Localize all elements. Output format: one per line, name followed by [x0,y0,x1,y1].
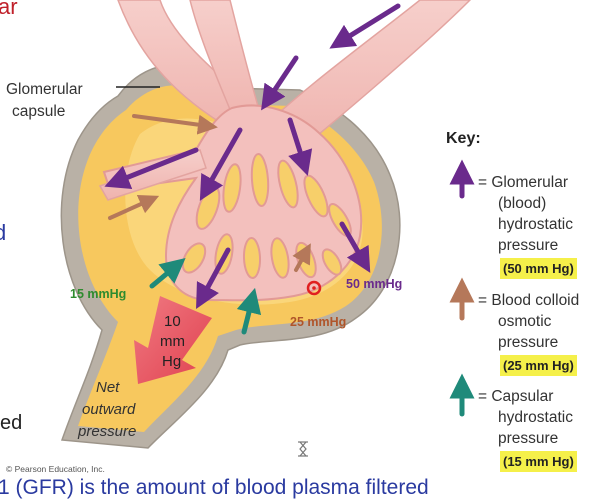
key-item-line: = Blood colloid [478,292,580,309]
key-item-line: (blood) [498,195,547,212]
key-title: Key: [446,130,481,147]
glomerular-value-label: 50 mmHg [346,277,402,291]
key-item-line: = Glomerular [478,174,569,191]
title-fragment: ar [0,0,18,19]
net-label-line1: Net [96,379,120,396]
key-item-line: pressure [498,237,559,254]
key-item-value: (15 mm Hg) [500,451,577,472]
key-item-line: hydrostatic [498,216,573,233]
capsule-label-line1: Glomerular [6,81,83,98]
colloid-value-label: 25 mmHg [290,315,346,329]
key-item-value: (25 mm Hg) [500,355,577,376]
target-marker [306,280,322,296]
net-value-line2: mm [160,333,185,350]
key-item-line: pressure [498,334,559,351]
net-label-line3: pressure [77,423,136,440]
hourglass-icon [298,441,308,457]
bottom-text-fragment: 1 (GFR) is the amount of blood plasma fi… [0,476,429,499]
net-value-line1: 10 [164,313,181,330]
colloid-pressure-arrows [108,114,311,272]
key-item-line: pressure [498,430,559,447]
capsular-pressure-arrows [149,257,262,335]
capsule-label-line2: capsule [12,103,65,120]
side-text-fragment-ed: ed [0,412,23,434]
key-item-line: = Capsular [478,388,554,405]
side-text-fragment: d [0,220,7,245]
key-item-line: osmotic [498,313,552,330]
key-item-value: (50 mm Hg) [500,258,577,279]
credit-text: © Pearson Education, Inc. [6,464,105,474]
glomerular-pressure-arrows [104,3,401,309]
capsular-value-label: 15 mmHg [70,287,126,301]
net-filtration-arrow [134,296,212,384]
net-label-line2: outward [82,401,136,418]
net-value-line3: Hg [162,353,181,370]
key-item-line: hydrostatic [498,409,573,426]
